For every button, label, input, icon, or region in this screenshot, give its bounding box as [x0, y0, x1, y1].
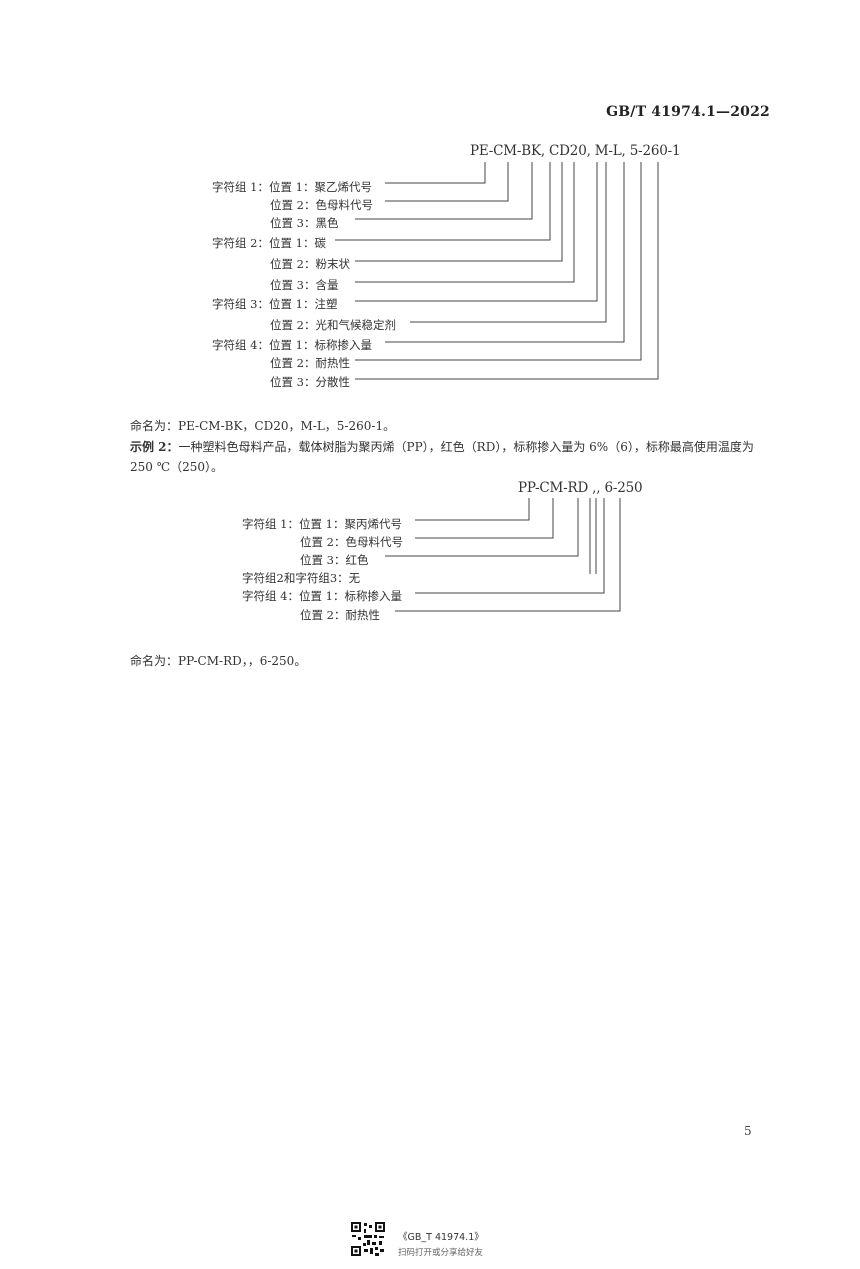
leader-e2-g4-p1 [415, 498, 605, 594]
example1-label-g2-p1: 字符组 2：位置 1：碳 [212, 236, 326, 250]
example1-label-g2-p3: 位置 3：含量 [270, 278, 339, 292]
leader-e1-g3-p1 [355, 162, 598, 302]
leader-e1-g4-p1 [385, 162, 625, 343]
leader-e2-g1-p1 [415, 498, 530, 521]
example1-naming: 命名为：PE-CM-BK，CD20，M-L，5-260-1。 [130, 419, 396, 433]
example1-label-g3-p2: 位置 2：光和气候稳定剂 [270, 318, 396, 332]
page-number: 5 [744, 1124, 752, 1138]
example1-code: PE-CM-BK, CD20, M-L, 5-260-1 [470, 143, 681, 159]
example2-label-g1-p2: 位置 2：色母料代号 [300, 535, 403, 549]
footer-document-title: 《GB_T 41974.1》 [398, 1232, 484, 1243]
example2-label-g2g3: 字符组2和字符组3：无 [242, 571, 361, 585]
example2-code: PP-CM-RD ,, 6-250 [518, 480, 643, 496]
example2-label-g4-p2: 位置 2：耐热性 [300, 608, 380, 622]
example1-label-g4-p3: 位置 3：分散性 [270, 375, 350, 389]
leader-e1-g1-p1 [385, 162, 486, 184]
example1-label-g4-p1: 字符组 4：位置 1：标称掺入量 [212, 338, 372, 352]
leader-e2-g1-p3 [385, 498, 579, 557]
standard-number: GB/T 41974.1—2022 [606, 104, 770, 120]
example1-label-g1-p2: 位置 2：色母料代号 [270, 198, 373, 212]
example2-description-line2: 250 ℃（250）。 [130, 460, 224, 474]
leader-e1-g4-p3 [355, 162, 659, 380]
example1-label-g2-p2: 位置 2：粉末状 [270, 257, 350, 271]
example1-label-g3-p1: 字符组 3：位置 1：注塑 [212, 297, 338, 311]
example2-heading: 示例 2： [130, 440, 179, 454]
example2-description-line1: 示例 2：一种塑料色母料产品，载体树脂为聚丙烯（PP），红色（RD），标称掺入量… [130, 438, 754, 455]
example2-description-text: 一种塑料色母料产品，载体树脂为聚丙烯（PP），红色（RD），标称掺入量为 6%（… [178, 440, 754, 454]
leader-e2-g1-p2 [415, 498, 554, 539]
leader-e1-g2-p2 [355, 162, 563, 262]
leader-e2-g4-p2 [395, 498, 621, 612]
example2-label-g1-p3: 位置 3：红色 [300, 553, 369, 567]
example2-naming: 命名为：PP-CM-RD，，6-250。 [130, 654, 307, 668]
leader-e1-g3-p2 [410, 162, 607, 323]
example1-label-g1-p3: 位置 3：黑色 [270, 216, 339, 230]
leader-e1-g4-p2 [355, 162, 642, 361]
example2-label-g4-p1: 字符组 4：位置 1：标称掺入量 [242, 589, 402, 603]
example1-label-g1-p1: 字符组 1：位置 1：聚乙烯代号 [212, 180, 372, 194]
leader-e1-g2-p3 [355, 162, 575, 283]
footer-share-hint: 扫码打开或分享给好友 [398, 1248, 484, 1258]
leader-e1-g1-p3 [355, 162, 533, 220]
leader-e1-g1-p2 [385, 162, 509, 202]
qr-code-icon[interactable] [350, 1221, 386, 1257]
example1-label-g4-p2: 位置 2：耐热性 [270, 356, 350, 370]
example2-label-g1-p1: 字符组 1：位置 1：聚丙烯代号 [242, 517, 402, 531]
